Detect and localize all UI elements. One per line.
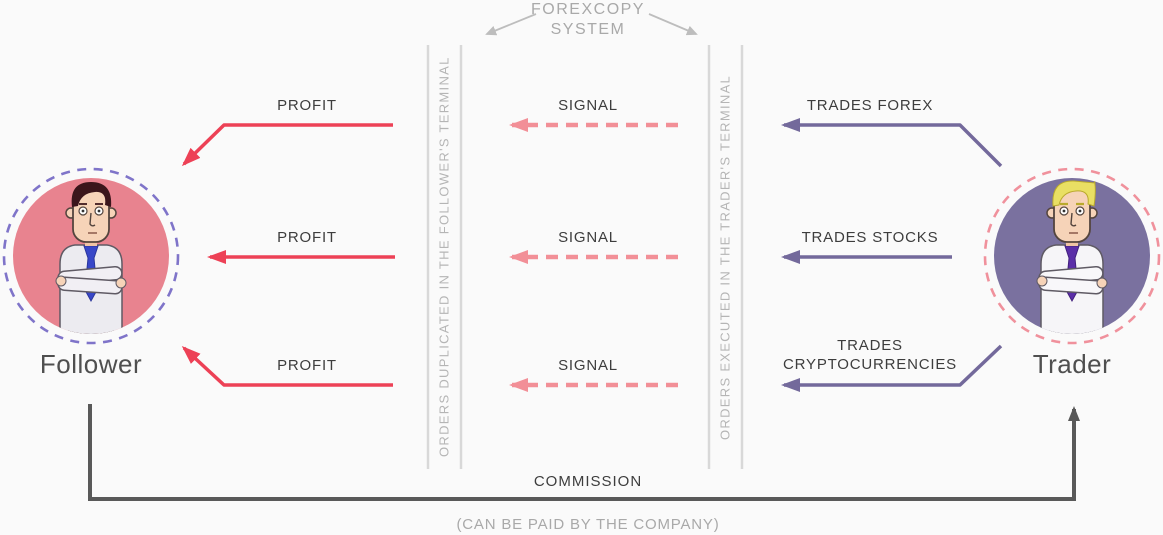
system-arrow-left [485,13,537,36]
follower-label: Follower [39,349,143,379]
follower-ring [2,167,180,345]
trades-arrow-1 [781,118,1003,168]
system-arrow-right [648,13,698,36]
trader-person-icon [1036,178,1108,334]
signal-label-3: SIGNAL [558,357,618,374]
trades-label-1: TRADES FOREX [806,97,934,114]
trader-terminal-bar [707,45,744,469]
follower-avatar [2,167,180,345]
follower-person-icon [55,182,127,334]
profit-label-2: PROFIT [277,229,337,246]
trades-label-3: TRADES CRYPTOCURRENCIES [783,337,957,373]
system-title-line2: SYSTEM [550,21,626,38]
profit-arrow-3 [181,345,393,387]
trades-arrow-3 [781,344,1003,392]
profit-label-1: PROFIT [277,97,337,114]
system-title-line1: FOREXCOPY [531,1,645,18]
signal-label-1: SIGNAL [558,97,618,114]
profit-label-3: PROFIT [277,357,337,374]
trader-ring [983,167,1161,345]
commission-arrow [88,404,1080,501]
profit-arrow-1 [181,123,393,167]
trader-avatar [983,167,1161,345]
commission-note: (CAN BE PAID BY THE COMPANY) [456,516,720,533]
trader-label: Trader [1032,349,1112,379]
follower-terminal-bar [426,45,463,469]
trader-terminal-label: ORDERS EXECUTED IN THE TRADER'S TERMINAL [717,74,733,440]
follower-terminal-label: ORDERS DUPLICATED IN THE FOLLOWER'S TERM… [436,56,452,458]
trades-label-2: TRADES STOCKS [801,229,939,246]
commission-label: COMMISSION [533,473,643,490]
signal-label-2: SIGNAL [558,229,618,246]
